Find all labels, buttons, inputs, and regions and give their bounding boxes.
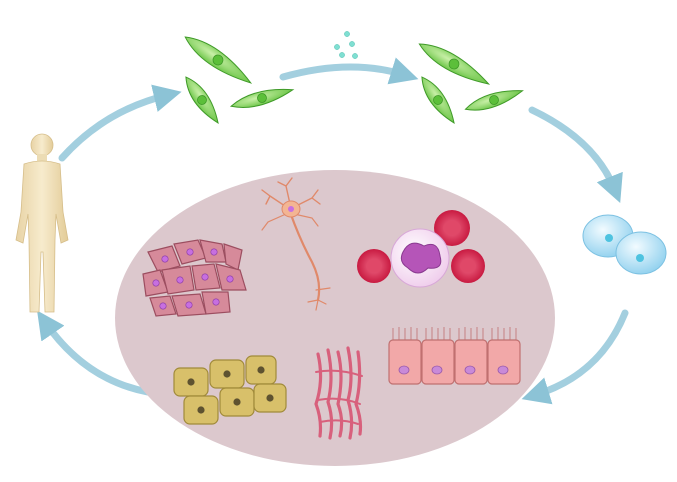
muscle-fibers [314, 346, 363, 440]
somatic-fibroblasts [184, 36, 295, 124]
differentiation-oval [115, 170, 555, 466]
epithelial-cells [388, 327, 521, 385]
neuron [261, 177, 331, 311]
reprogramming-factor-dots [334, 31, 358, 59]
human-body-figure [15, 133, 69, 313]
arrow-fibroblasts-to-reprogrammed [279, 57, 419, 85]
reprogrammed-fibroblasts [418, 43, 524, 124]
cardiomyocyte-cluster [142, 239, 247, 317]
arrow-reprogrammed-to-stem [528, 106, 623, 203]
induced-stem-cells [582, 214, 667, 275]
arrow-body-to-fibroblasts [58, 84, 182, 162]
blood-cells [357, 210, 485, 288]
arrow-differentiated-to-body [37, 310, 152, 396]
hepatocyte-cluster [173, 355, 287, 425]
flow-arrows [37, 57, 629, 405]
arrow-stem-to-differentiated [521, 309, 629, 405]
